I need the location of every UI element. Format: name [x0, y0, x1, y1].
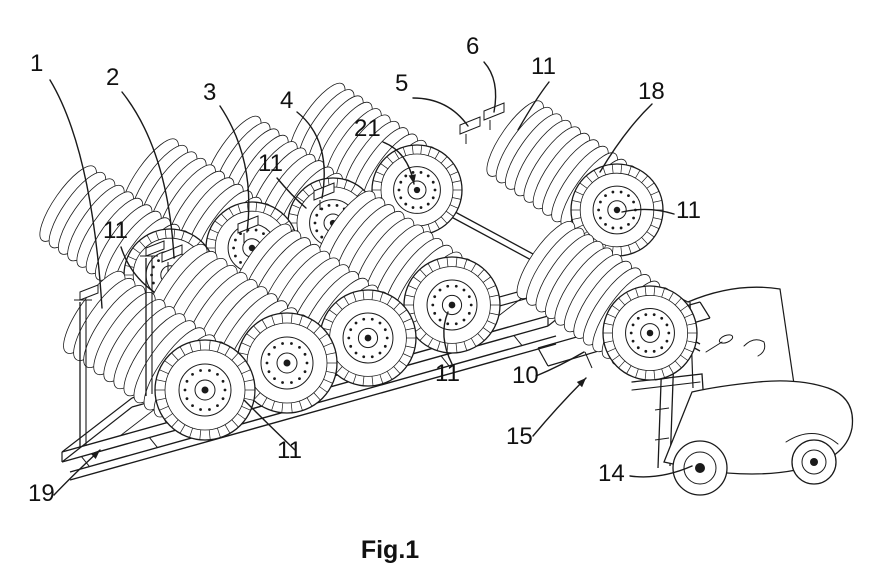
ref-label-14: 14 — [598, 460, 625, 487]
ref-label-4: 4 — [280, 87, 294, 114]
ref-label-21: 21 — [354, 115, 381, 142]
finned-drum — [63, 270, 256, 441]
forklift — [631, 286, 854, 496]
ref-label-3: 3 — [203, 79, 217, 106]
finned-drum — [516, 221, 698, 381]
ref-label-11: 11 — [531, 53, 556, 80]
ref-label-6: 6 — [466, 33, 480, 60]
ref-label-10: 10 — [512, 362, 539, 389]
ref-label-15: 15 — [506, 423, 533, 450]
ref-label-11: 11 — [277, 437, 302, 464]
ref-label-2: 2 — [106, 64, 120, 91]
ref-label-1: 1 — [30, 50, 44, 77]
ref-label-5: 5 — [395, 70, 409, 97]
ref-label-11: 11 — [435, 360, 460, 387]
ref-label-19: 19 — [28, 480, 55, 507]
leader-lines — [49, 61, 693, 496]
figure-caption: Fig.1 — [360, 536, 420, 564]
ref-label-11: 11 — [103, 217, 128, 244]
ref-label-18: 18 — [638, 78, 665, 105]
finned-drum — [486, 100, 664, 257]
ref-label-11: 11 — [258, 150, 283, 177]
ref-label-11: 11 — [676, 197, 701, 224]
